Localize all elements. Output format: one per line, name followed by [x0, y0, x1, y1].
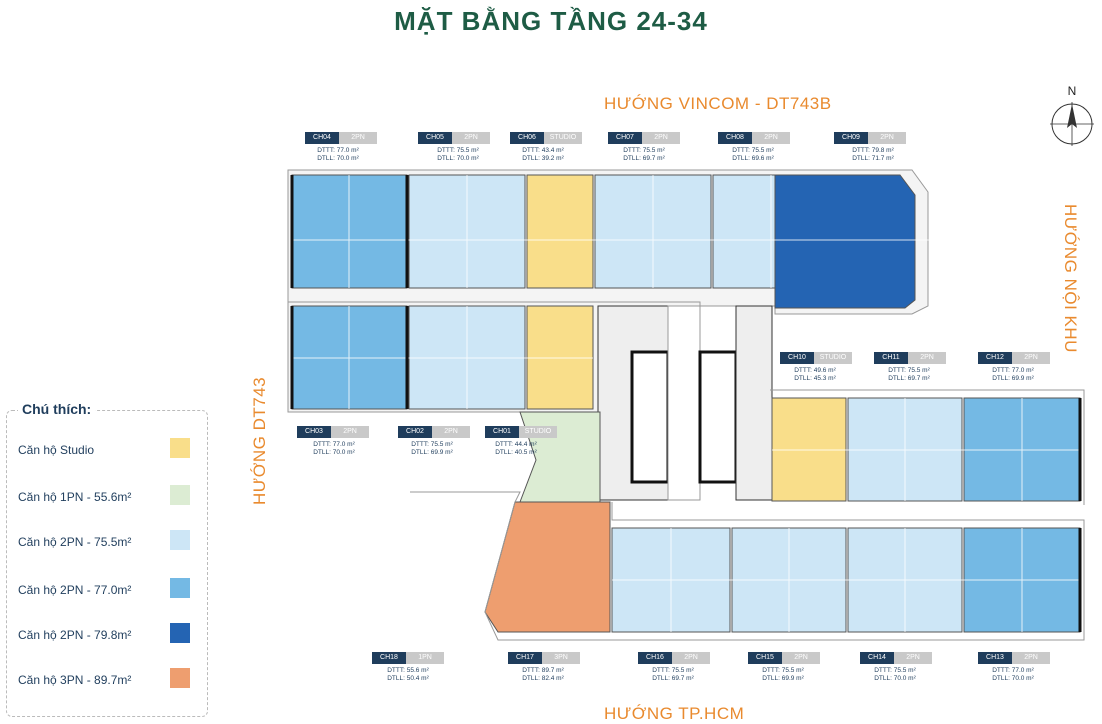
unit-ch06 — [526, 174, 594, 289]
legend-swatch-2pn-77 — [170, 578, 190, 598]
legend-label-2pn-75: Căn hộ 2PN - 75.5m² — [18, 535, 132, 549]
direction-bottom-label: HƯỚNG TP.HCM — [604, 704, 745, 723]
unit-ch09 — [774, 174, 916, 309]
page-title: MẶT BẰNG TẦNG 24-34 — [394, 6, 708, 36]
legend-label-3pn: Căn hộ 3PN - 89.7m² — [18, 673, 132, 687]
north-label: N — [1068, 84, 1077, 98]
core-lifts-right — [698, 350, 738, 484]
legend-title: Chú thích: — [18, 401, 96, 417]
legend-label-2pn-79: Căn hộ 2PN - 79.8m² — [18, 628, 132, 642]
legend-label-1pn: Căn hộ 1PN - 55.6m² — [18, 490, 132, 504]
legend-swatch-3pn — [170, 668, 190, 688]
legend-swatch-2pn-75 — [170, 530, 190, 550]
core-lifts-left — [630, 350, 670, 484]
north-compass-icon: N — [1044, 82, 1100, 157]
legend-label-studio: Căn hộ Studio — [18, 443, 95, 457]
direction-top-label: HƯỚNG VINCOM - DT743B — [604, 94, 832, 113]
unit-ch17 — [484, 501, 611, 633]
legend-box — [6, 410, 208, 717]
legend-swatch-1pn — [170, 485, 190, 505]
core-stairs-right — [735, 305, 773, 501]
legend-label-2pn-77: Căn hộ 2PN - 77.0m² — [18, 583, 132, 597]
legend-swatch-2pn-79 — [170, 623, 190, 643]
legend-swatch-studio — [170, 438, 190, 458]
core-corridor — [667, 305, 701, 501]
